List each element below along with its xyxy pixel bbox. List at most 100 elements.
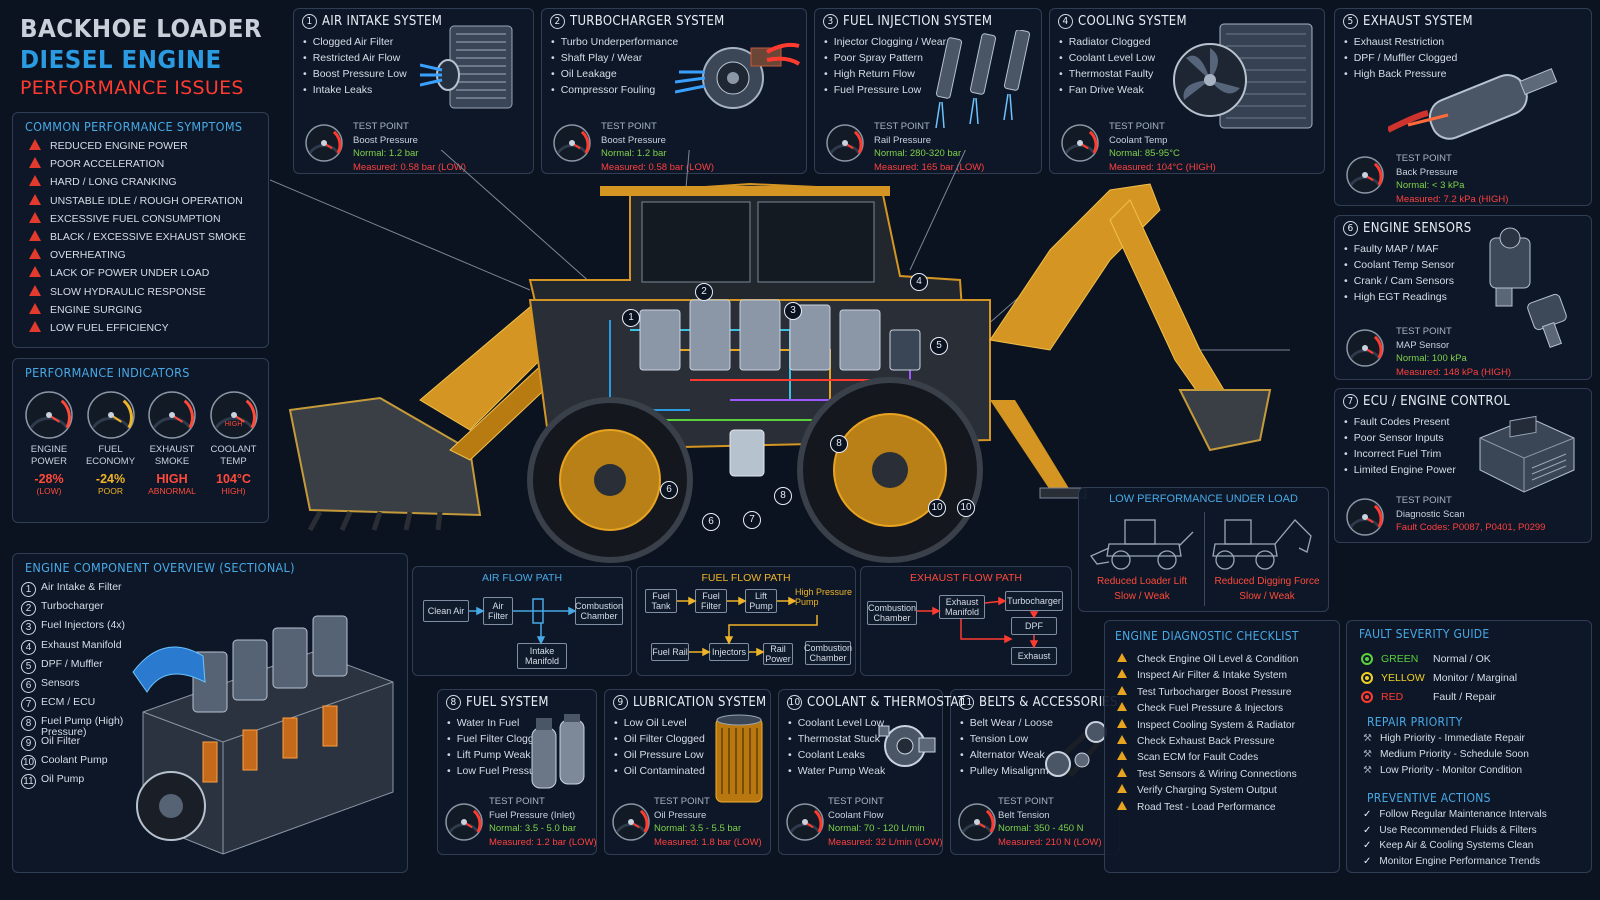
issue-item: Intake Leaks	[303, 82, 407, 98]
checklist-warning-icon	[1117, 751, 1127, 761]
repair-heading: REPAIR PRIORITY	[1367, 715, 1463, 729]
severity-heading: FAULT SEVERITY GUIDE	[1359, 627, 1490, 641]
checklist-text: Scan ECM for Fault Codes	[1137, 752, 1259, 764]
water-pump-image	[878, 725, 936, 767]
symptom-item: SLOW HYDRAULIC RESPONSE	[29, 284, 246, 303]
checkmark-icon: ✓	[1363, 809, 1372, 820]
exhaust-flow-arrows	[917, 596, 1039, 649]
fuel-flow-panel: FUEL FLOW PATH Fuel Tank Fuel Filter Lif…	[636, 566, 856, 676]
test-measured-value: Measured: 0.58 bar (LOW)	[601, 161, 714, 173]
test-normal-value: Normal: 3.5 - 5.0 bar	[489, 823, 577, 834]
component-heading-text: ENGINE COMPONENT OVERVIEW	[25, 560, 216, 575]
fuel-box-hp-pump: High Pressure Pump	[795, 587, 853, 607]
test-point-label: TEST POINT	[1109, 121, 1165, 132]
issue-item: Coolant Temp Sensor	[1344, 257, 1455, 273]
issue-item: Fan Drive Weak	[1059, 82, 1155, 98]
checklist-item: Scan ECM for Fault Codes	[1117, 751, 1298, 767]
test-gauge-icon	[1344, 327, 1386, 374]
test-measured-value: Measured: 7.2 kPa (HIGH)	[1396, 193, 1509, 205]
system-2-issues: Turbo UnderperformanceShaft Play / WearO…	[551, 34, 679, 98]
air-filter-image	[420, 25, 513, 109]
symptom-text: BLACK / EXCESSIVE EXHAUST SMOKE	[50, 230, 246, 243]
component-text: Oil Pump	[41, 772, 85, 785]
issue-item: DPF / Muffler Clogged	[1344, 50, 1458, 66]
issue-item: Faulty MAP / MAF	[1344, 241, 1454, 257]
symptom-text: ENGINE SURGING	[50, 303, 143, 316]
system-6-issues: Faulty MAP / MAFCoolant Temp SensorCrank…	[1344, 241, 1455, 305]
test-measured-value: Measured: 148 kPa (HIGH)	[1396, 366, 1512, 378]
callout-badge: 2	[695, 283, 713, 301]
issue-item: Radiator Clogged	[1059, 34, 1155, 50]
symptom-text: LOW FUEL EFFICIENCY	[50, 321, 169, 334]
fuel-flow-title: FUEL FLOW PATH	[701, 572, 791, 584]
callout-badge: 8	[774, 487, 792, 505]
warning-icon	[29, 139, 41, 150]
test-normal-value: Normal: 1.2 bar	[601, 148, 667, 159]
test-normal-value: Normal: 1.2 bar	[353, 148, 419, 159]
indicator-value: -24%	[95, 472, 126, 486]
symptom-text: UNSTABLE IDLE / ROUGH OPERATION	[50, 194, 243, 207]
issue-item: Poor Spray Pattern	[824, 50, 946, 66]
test-gauge-icon	[1344, 496, 1386, 543]
issue-item: Low Oil Level	[614, 715, 705, 731]
warning-icon	[29, 302, 41, 314]
severity-desc: Normal / OK	[1433, 652, 1491, 665]
issue-item: Belt Wear / Loose	[960, 715, 1063, 731]
component-number-badge: 10	[21, 754, 36, 770]
checkmark-icon: ✓	[1363, 855, 1372, 867]
system-7-issues: Fault Codes PresentPoor Sensor InputsInc…	[1344, 414, 1456, 478]
test-gauge-icon	[610, 801, 652, 848]
air-flow-panel: AIR FLOW PATH Clean Air Air Filter Combu…	[412, 566, 632, 676]
fuel-box-lift-pump: Lift Pump	[745, 589, 777, 613]
preventive-text: Keep Air & Cooling Systems Clean	[1379, 840, 1534, 851]
symptom-text: HARD / LONG CRANKING	[50, 176, 177, 189]
warning-icon	[29, 266, 41, 278]
fuel-filters-image	[531, 714, 585, 789]
load-right-line1: Reduced Digging Force	[1214, 576, 1320, 587]
fuel-box-filter: Fuel Filter	[695, 589, 727, 613]
title-block: BACKHOE LOADER DIESEL ENGINE PERFORMANCE…	[20, 14, 283, 99]
issue-item: Shaft Play / Wear	[551, 50, 678, 66]
warning-icon	[29, 229, 41, 241]
test-point-name: Coolant Temp	[1109, 134, 1168, 146]
warning-icon	[29, 248, 41, 260]
checklist-text: Inspect Cooling System & Radiator	[1137, 719, 1295, 731]
component-number-badge: 5	[21, 658, 36, 674]
air-flow-arrows	[469, 598, 577, 645]
indicator-value: HIGH	[156, 472, 188, 486]
checklist-text: Road Test - Load Performance	[1137, 801, 1276, 813]
repair-text: High Priority - Immediate Repair	[1379, 733, 1525, 744]
system-1-issues: Clogged Air FilterRestricted Air FlowBoo…	[303, 34, 407, 98]
checkmark-icon: ✓	[1363, 840, 1372, 851]
symptom-item: BLACK / EXCESSIVE EXHAUST SMOKE	[29, 229, 246, 248]
symptom-text: OVERHEATING	[50, 249, 126, 262]
indicator-gauge-icon	[85, 389, 137, 441]
test-point-name: Diagnostic Scan	[1396, 508, 1465, 520]
turbocharger-image	[675, 42, 800, 109]
test-gauge-icon	[443, 801, 485, 848]
indicator-status: HIGH)	[221, 486, 246, 496]
severity-desc: Fault / Repair	[1433, 690, 1497, 703]
symptom-item: HARD / LONG CRANKING	[29, 175, 246, 193]
callout-badge: 6	[660, 481, 678, 499]
symptom-item: UNSTABLE IDLE / ROUGH OPERATION	[29, 193, 246, 212]
symptom-item: LACK OF POWER UNDER LOAD	[29, 266, 246, 284]
component-heading: ENGINE COMPONENT OVERVIEW (SECTIONAL)	[25, 560, 295, 575]
test-point-name: Boost Pressure	[601, 134, 666, 146]
